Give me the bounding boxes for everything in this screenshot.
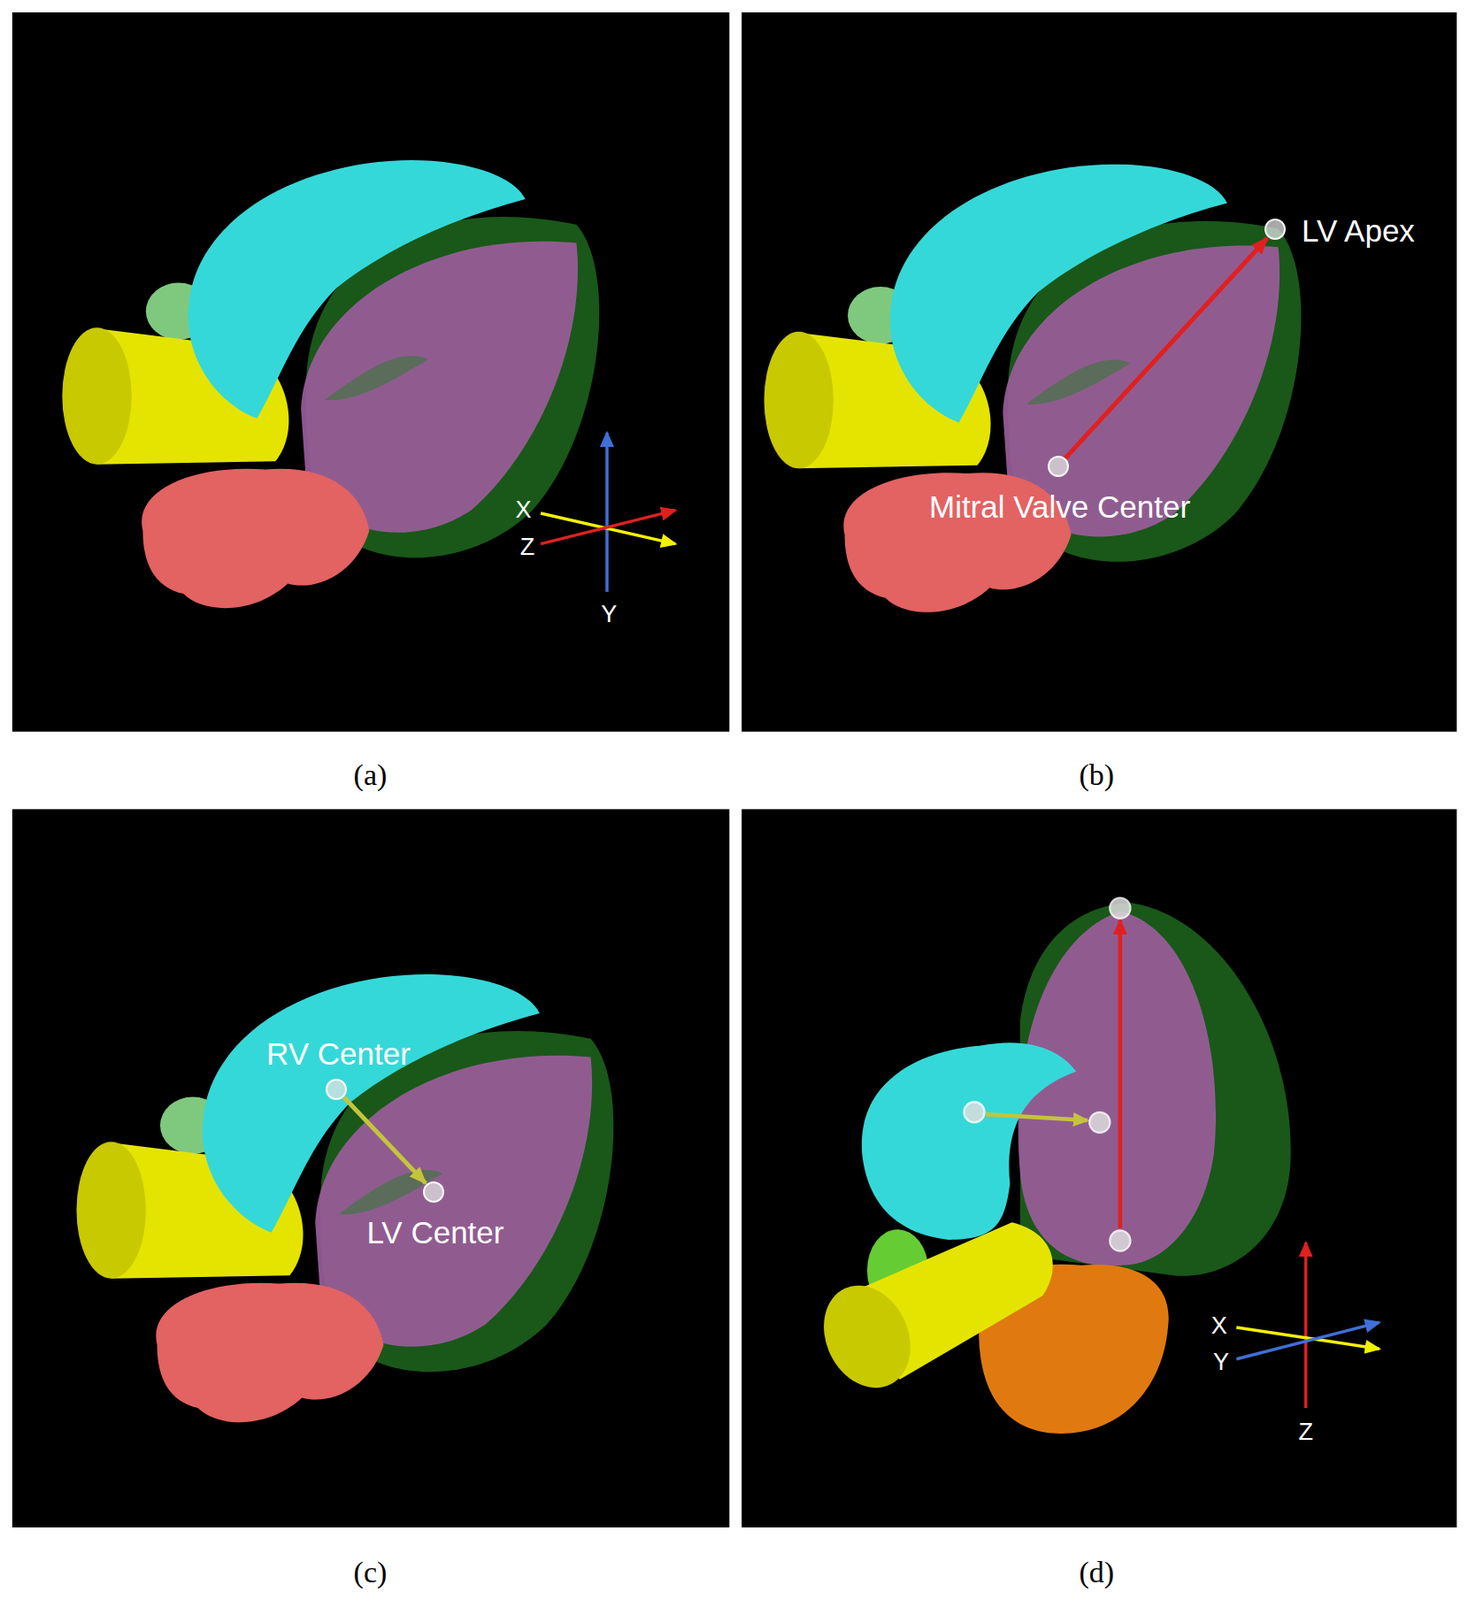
- vector-arrow: [344, 1097, 426, 1184]
- landmark-label: LV Center: [366, 1214, 504, 1251]
- panel-caption: (b): [1079, 758, 1115, 792]
- axis-label: Y: [600, 601, 617, 629]
- axis-label: X: [1211, 1313, 1228, 1340]
- axis-label: X: [514, 497, 531, 524]
- panel-caption: (d): [1079, 1555, 1115, 1589]
- vector-arrow: [1065, 238, 1269, 459]
- panel-caption: (a): [353, 758, 388, 792]
- landmark-point: Mitral Valve Center: [1047, 455, 1069, 477]
- axis-label: Y: [1213, 1349, 1230, 1376]
- landmark-label: RV Center: [266, 1036, 411, 1072]
- landmark-point: LV Center: [422, 1181, 445, 1203]
- landmark-label: Mitral Valve Center: [929, 489, 1191, 525]
- axis-label: Z: [1298, 1419, 1314, 1446]
- panel-caption: (c): [353, 1555, 388, 1589]
- axis-label: Z: [520, 534, 536, 562]
- landmark-label: LV Apex: [1301, 213, 1415, 249]
